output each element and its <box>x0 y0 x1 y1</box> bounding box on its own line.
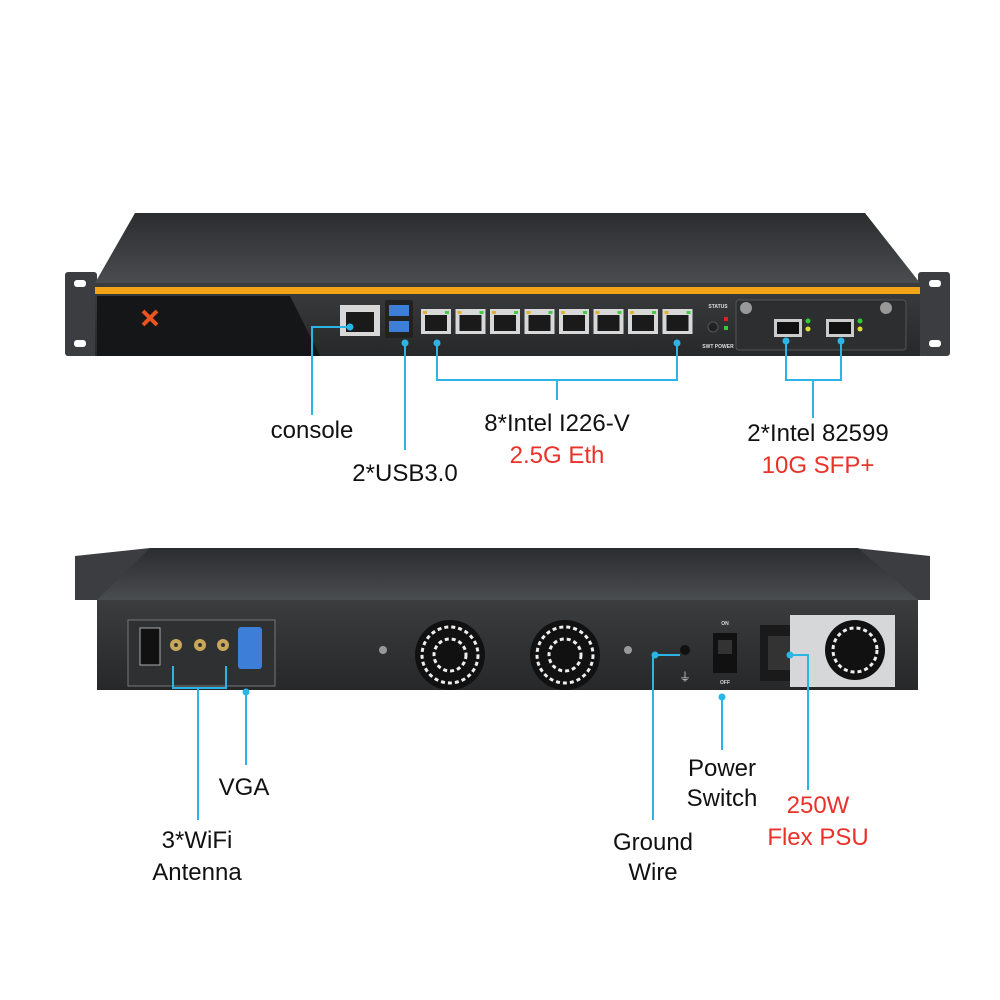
vga-label: VGA <box>219 774 270 801</box>
ethernet-ports <box>421 309 693 334</box>
usb-label: 2*USB3.0 <box>352 460 457 487</box>
ethernet-port <box>593 309 624 334</box>
psu-label-line1: 250W <box>787 792 850 819</box>
ground-screw <box>680 645 690 655</box>
front-callouts: console 2*USB3.0 8*Intel I226-V 2.5G Eth… <box>271 323 889 487</box>
expansion-slot <box>139 627 161 666</box>
status-label: STATUS <box>708 304 728 310</box>
ethernet-port <box>455 309 486 334</box>
orange-stripe <box>95 287 920 294</box>
sfp-title-label: 2*Intel 82599 <box>747 420 888 447</box>
rear-top-cover <box>97 548 918 600</box>
psu-label-line2: Flex PSU <box>767 824 868 851</box>
switch-on-label: ON <box>721 621 729 627</box>
power-button <box>707 321 719 333</box>
switch-off-label: OFF <box>720 680 730 686</box>
left-rack-ear <box>65 272 97 356</box>
wifi-label-line1: 3*WiFi <box>162 827 233 854</box>
rear-unit: ⏚ ON OFF <box>75 548 930 690</box>
sfp-module <box>735 299 907 351</box>
ethernet-port <box>490 309 520 334</box>
console-label: console <box>271 417 354 444</box>
logo-x-icon <box>141 309 159 327</box>
ethernet-port <box>524 309 555 334</box>
top-cover <box>95 213 920 283</box>
eth-title-label: 8*Intel I226-V <box>484 410 629 437</box>
power-switch-label-line2: Switch <box>687 785 758 812</box>
right-rack-ear <box>918 272 950 356</box>
rear-callouts: VGA 3*WiFi Antenna Ground Wire Power Swi… <box>152 651 869 886</box>
sfp-speed-label: 10G SFP+ <box>762 452 875 479</box>
vga-port <box>238 627 262 669</box>
wifi-antenna-connectors <box>170 639 229 651</box>
eth-speed-label: 2.5G Eth <box>510 442 605 469</box>
ethernet-port <box>421 309 451 334</box>
front-unit: STATUS SWT POWER <box>65 213 950 356</box>
fan-grill-2 <box>530 620 600 690</box>
ethernet-port <box>559 309 589 334</box>
ethernet-port <box>662 309 693 334</box>
fan-grill-1 <box>415 620 485 690</box>
power-label: SWT POWER <box>702 344 734 350</box>
ground-label-line1: Ground <box>613 829 693 856</box>
power-switch-label-line1: Power <box>688 755 756 782</box>
ethernet-port <box>628 309 658 334</box>
wifi-label-line2: Antenna <box>152 859 242 886</box>
ground-icon: ⏚ <box>679 670 691 684</box>
ground-label-line2: Wire <box>628 859 677 886</box>
